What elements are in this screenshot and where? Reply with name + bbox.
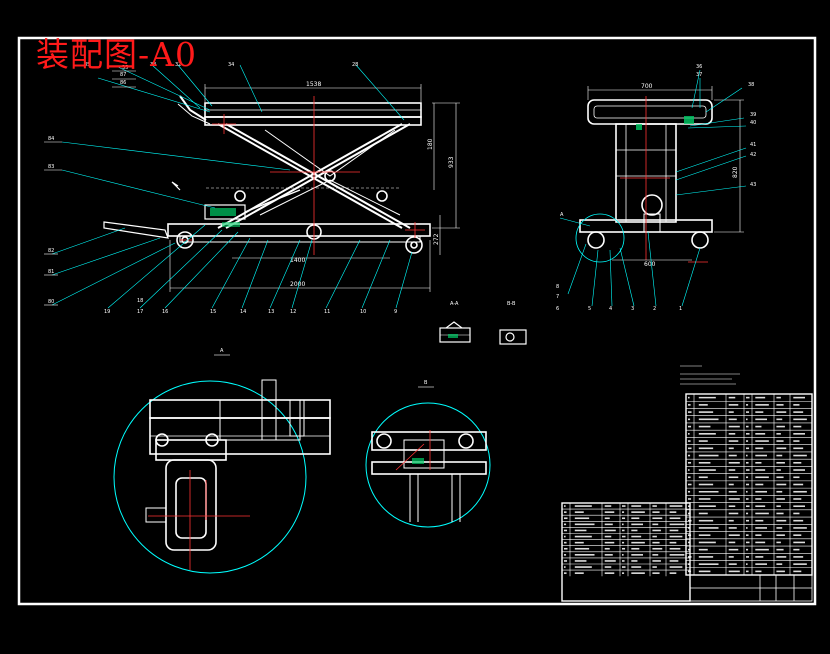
parts-table-right: [686, 394, 812, 575]
section-bb: [499, 329, 527, 345]
detail-b-centerlines: [395, 430, 431, 471]
label-side-1: 1: [679, 306, 682, 312]
label-85: 85: [84, 62, 90, 68]
parts-table-left-frame: [561, 502, 691, 602]
side-detail-circle: [575, 213, 625, 263]
label-side-2: 2: [653, 306, 656, 312]
label-87: 87: [120, 72, 126, 78]
detail-b-label: B: [424, 380, 428, 386]
side-leaders: [559, 69, 747, 307]
drawing-title: 装配图-A0: [36, 35, 197, 74]
label-11: 11: [324, 309, 330, 315]
label-side-5: 5: [588, 306, 591, 312]
detail-b-drawing: [371, 431, 487, 522]
label-12: 12: [290, 309, 296, 315]
label-86: 86: [120, 80, 126, 86]
drawing-frame: [17, 36, 817, 606]
dim-height-mid: 180: [427, 138, 434, 150]
label-83: 83: [48, 164, 54, 170]
parts-table-left: [562, 503, 690, 577]
detail-a-label: A: [220, 348, 224, 354]
label-side-8: 8: [556, 284, 559, 290]
label-side-4: 4: [609, 306, 612, 312]
dim-side-width: 700: [641, 83, 653, 90]
label-28: 28: [352, 62, 358, 68]
label-side-3: 3: [631, 306, 634, 312]
section-label-bb: B-B: [507, 301, 516, 307]
detail-b-circle: [365, 402, 491, 528]
front-dimensions: [169, 84, 460, 292]
label-13: 13: [268, 309, 274, 315]
dim-side-height: 820: [732, 166, 739, 178]
dim-height-total: 933: [448, 156, 455, 168]
technical-notes: [680, 365, 740, 385]
label-19: 19: [104, 309, 110, 315]
label-18: 18: [137, 298, 143, 304]
detail-a-centerlines: [148, 470, 250, 570]
parts-table-right-frame: [685, 393, 813, 576]
dim-height-low: 272: [433, 233, 440, 245]
label-9: 9: [394, 309, 397, 315]
side-accent: [636, 116, 694, 130]
front-label-rules: [44, 70, 136, 306]
label-side-7: 7: [556, 294, 559, 300]
label-80: 80: [48, 299, 54, 305]
label-41: 41: [750, 142, 756, 148]
detail-b-accent: [412, 458, 424, 464]
detail-a-drawing: [145, 379, 331, 551]
title-block: [689, 574, 813, 602]
label-37: 37: [696, 72, 702, 78]
label-38: 38: [748, 82, 754, 88]
label-33: 33: [150, 62, 156, 68]
label-43: 43: [750, 182, 756, 188]
label-16: 16: [162, 309, 168, 315]
dim-top-width: 1538: [306, 81, 321, 88]
dim-bottom-width: 2000: [290, 281, 305, 288]
section-aa-accent: [448, 334, 458, 338]
detail-marker-a: A: [560, 212, 564, 218]
label-10: 10: [360, 309, 366, 315]
front-leaders: [51, 64, 413, 309]
label-36: 36: [696, 64, 702, 70]
label-39: 39: [750, 112, 756, 118]
section-aa: [439, 321, 471, 343]
dim-side-bottom: 600: [644, 261, 656, 268]
label-34: 34: [228, 62, 234, 68]
section-label-aa: A-A: [450, 301, 459, 307]
front-view: [103, 95, 431, 254]
label-84: 84: [48, 136, 54, 142]
detail-a-circle: [113, 380, 307, 574]
label-14: 14: [240, 309, 246, 315]
label-32: 32: [175, 62, 181, 68]
label-17: 17: [137, 309, 143, 315]
front-centerlines: [180, 96, 425, 255]
label-40: 40: [750, 120, 756, 126]
label-82: 82: [48, 248, 54, 254]
label-42: 42: [750, 152, 756, 158]
label-side-6: 6: [556, 306, 559, 312]
side-centerlines: [620, 96, 708, 263]
label-15: 15: [210, 309, 216, 315]
label-35: 35: [122, 65, 128, 71]
front-accent: [210, 208, 240, 227]
label-81: 81: [48, 269, 54, 275]
side-dimensions: [587, 86, 744, 261]
dim-mid-width: 1400: [290, 257, 305, 264]
